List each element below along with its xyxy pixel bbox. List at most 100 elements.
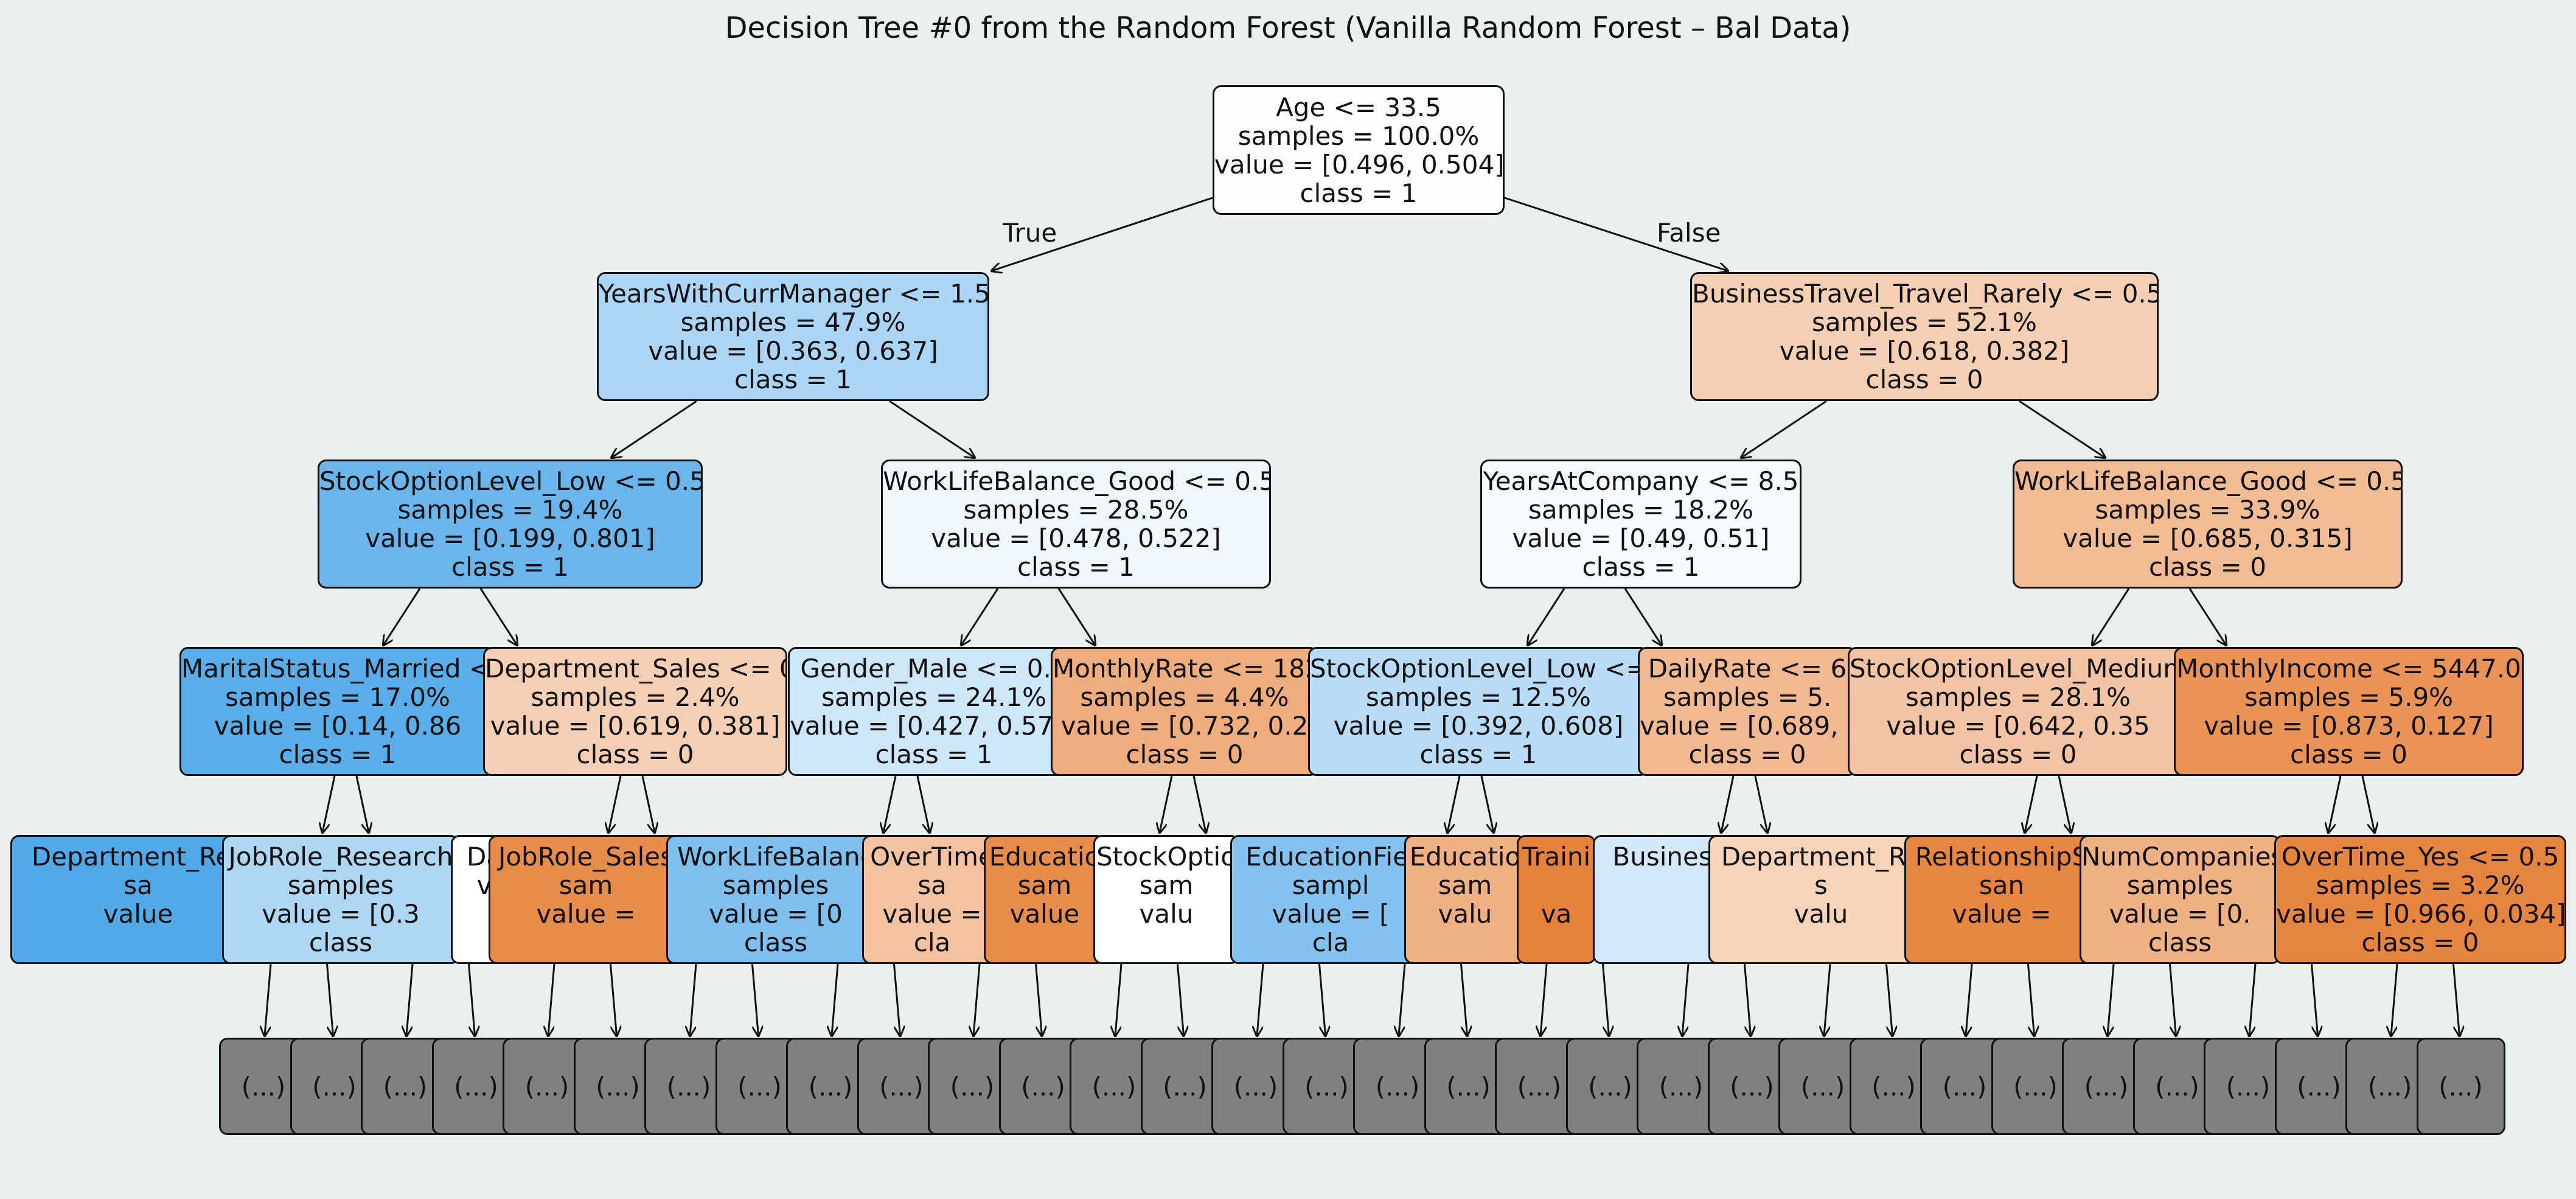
- node-line: class = 0: [1959, 739, 2077, 769]
- tree-edge: [690, 963, 697, 1036]
- node-line: StockOptionLevel_Low <=: [1310, 654, 1648, 683]
- node-line: class = 1: [279, 739, 397, 769]
- node-line: class: [2148, 928, 2212, 957]
- node-line: class = 1: [451, 552, 569, 582]
- node-line: class = 0: [576, 739, 694, 769]
- node-line: [1519, 871, 1594, 900]
- node-line: value = [0.642, 0.35: [1886, 711, 2150, 741]
- tree-edge: [1824, 963, 1831, 1036]
- node-line: value = [0.427, 0.573]: [790, 711, 1080, 741]
- node-line: DailyRate <= 6: [1648, 654, 1847, 683]
- tree-edge: [610, 963, 617, 1036]
- tree-edge: [1540, 963, 1548, 1036]
- node-line: sam: [1139, 870, 1194, 900]
- tree-edge: [889, 400, 975, 458]
- node-line: [1519, 928, 1594, 957]
- node-line: value = [0.49, 0.51]: [1512, 523, 1770, 553]
- node-line: samples = 12.5%: [1366, 682, 1591, 712]
- node-line: samples = 52.1%: [1812, 307, 2037, 337]
- node-line: [986, 928, 1104, 957]
- tree-edge: [1504, 197, 1728, 271]
- node-line: StockOptio: [1096, 842, 1236, 872]
- node-line: class = 1: [1300, 178, 1418, 208]
- node-line: class = 0: [2290, 739, 2407, 769]
- tree-edge: [479, 588, 517, 645]
- node-line: value = [0.966, 0.034]: [2276, 899, 2566, 929]
- node-line: samples = 19.4%: [397, 495, 623, 525]
- tree-edge: [1115, 963, 1123, 1036]
- node-line: samples: [287, 870, 394, 900]
- tree-edge: [1741, 400, 1827, 458]
- node-line: samples = 5.: [1663, 682, 1832, 712]
- tree-edge: [1460, 963, 1467, 1036]
- node-line: YearsAtCompany <= 8.5: [1483, 466, 1799, 496]
- node-line: value = [0.14, 0.86: [214, 711, 462, 741]
- node-line: samples = 17.0%: [225, 682, 450, 712]
- node-line: value = [0.363, 0.637]: [648, 336, 938, 366]
- node-line: value =: [882, 899, 982, 929]
- tree-edge: [1966, 963, 1973, 1036]
- node-line: samples: [722, 870, 829, 900]
- node-line: value = [0.685, 0.315]: [2063, 523, 2353, 553]
- edge-label-false: False: [1657, 218, 1721, 248]
- edge-label-true: True: [1003, 218, 1057, 248]
- tree-edge: [641, 775, 655, 833]
- tree-edge: [1177, 963, 1184, 1036]
- tree-edge: [2311, 963, 2318, 1036]
- tree-edge: [1257, 963, 1264, 1036]
- node-line: JobRole_Sales: [498, 842, 674, 872]
- tree-edge: [961, 588, 999, 645]
- node-line: class = 0: [1688, 739, 1806, 769]
- node-line: OverTime_Yes <= 0.5: [2281, 842, 2560, 872]
- tree-edge: [1057, 588, 1095, 645]
- tree-edge: [883, 775, 897, 833]
- node-line: value =: [536, 899, 636, 929]
- tree-edge: [1721, 775, 1735, 833]
- node-line: value = [0.618, 0.382]: [1779, 336, 2070, 366]
- node-line: value: [103, 899, 173, 929]
- tree-edge: [2452, 963, 2460, 1036]
- tree-edge: [2188, 588, 2226, 645]
- tree-edge: [973, 963, 981, 1036]
- node-line: class = 1: [1582, 552, 1700, 582]
- node-line: RelationshipS: [1915, 842, 2089, 872]
- tree-edge: [893, 963, 900, 1036]
- tree-edge: [326, 963, 333, 1036]
- node-line: samples = 24.1%: [821, 682, 1046, 712]
- node-line: cla: [1312, 928, 1349, 957]
- tree-edge: [2092, 588, 2130, 645]
- node-line: Age <= 33.5: [1276, 92, 1441, 122]
- node-line: valu: [1438, 899, 1492, 929]
- tree-edge: [1682, 963, 1690, 1036]
- node-line: [1095, 928, 1238, 957]
- tree-edge: [2361, 775, 2375, 833]
- node-line: sampl: [1292, 870, 1370, 900]
- node-line: Traini: [1522, 842, 1591, 872]
- node-line: samples: [2126, 870, 2233, 900]
- node-line: samples = 28.5%: [963, 495, 1189, 525]
- tree-edge: [1480, 775, 1494, 833]
- node-line: JobRole_Research: [228, 842, 453, 872]
- tree-node-stock-option-level-low-2: StockOptionLevel_Low <=samples = 12.5%va…: [1308, 647, 1649, 776]
- tree-edge: [1744, 963, 1751, 1036]
- tree-edge: [355, 775, 369, 833]
- node-line: value = [0.619, 0.381]: [490, 711, 781, 741]
- node-line: samples = 4.4%: [1080, 682, 1289, 712]
- node-line: sam: [1017, 870, 1072, 900]
- node-line: value = [0.: [2109, 899, 2251, 929]
- tree-edge: [2027, 963, 2035, 1036]
- node-line: cla: [913, 928, 951, 957]
- node-line: value = [0.689, 0: [1640, 711, 1857, 741]
- tree-edge: [1318, 963, 1326, 1036]
